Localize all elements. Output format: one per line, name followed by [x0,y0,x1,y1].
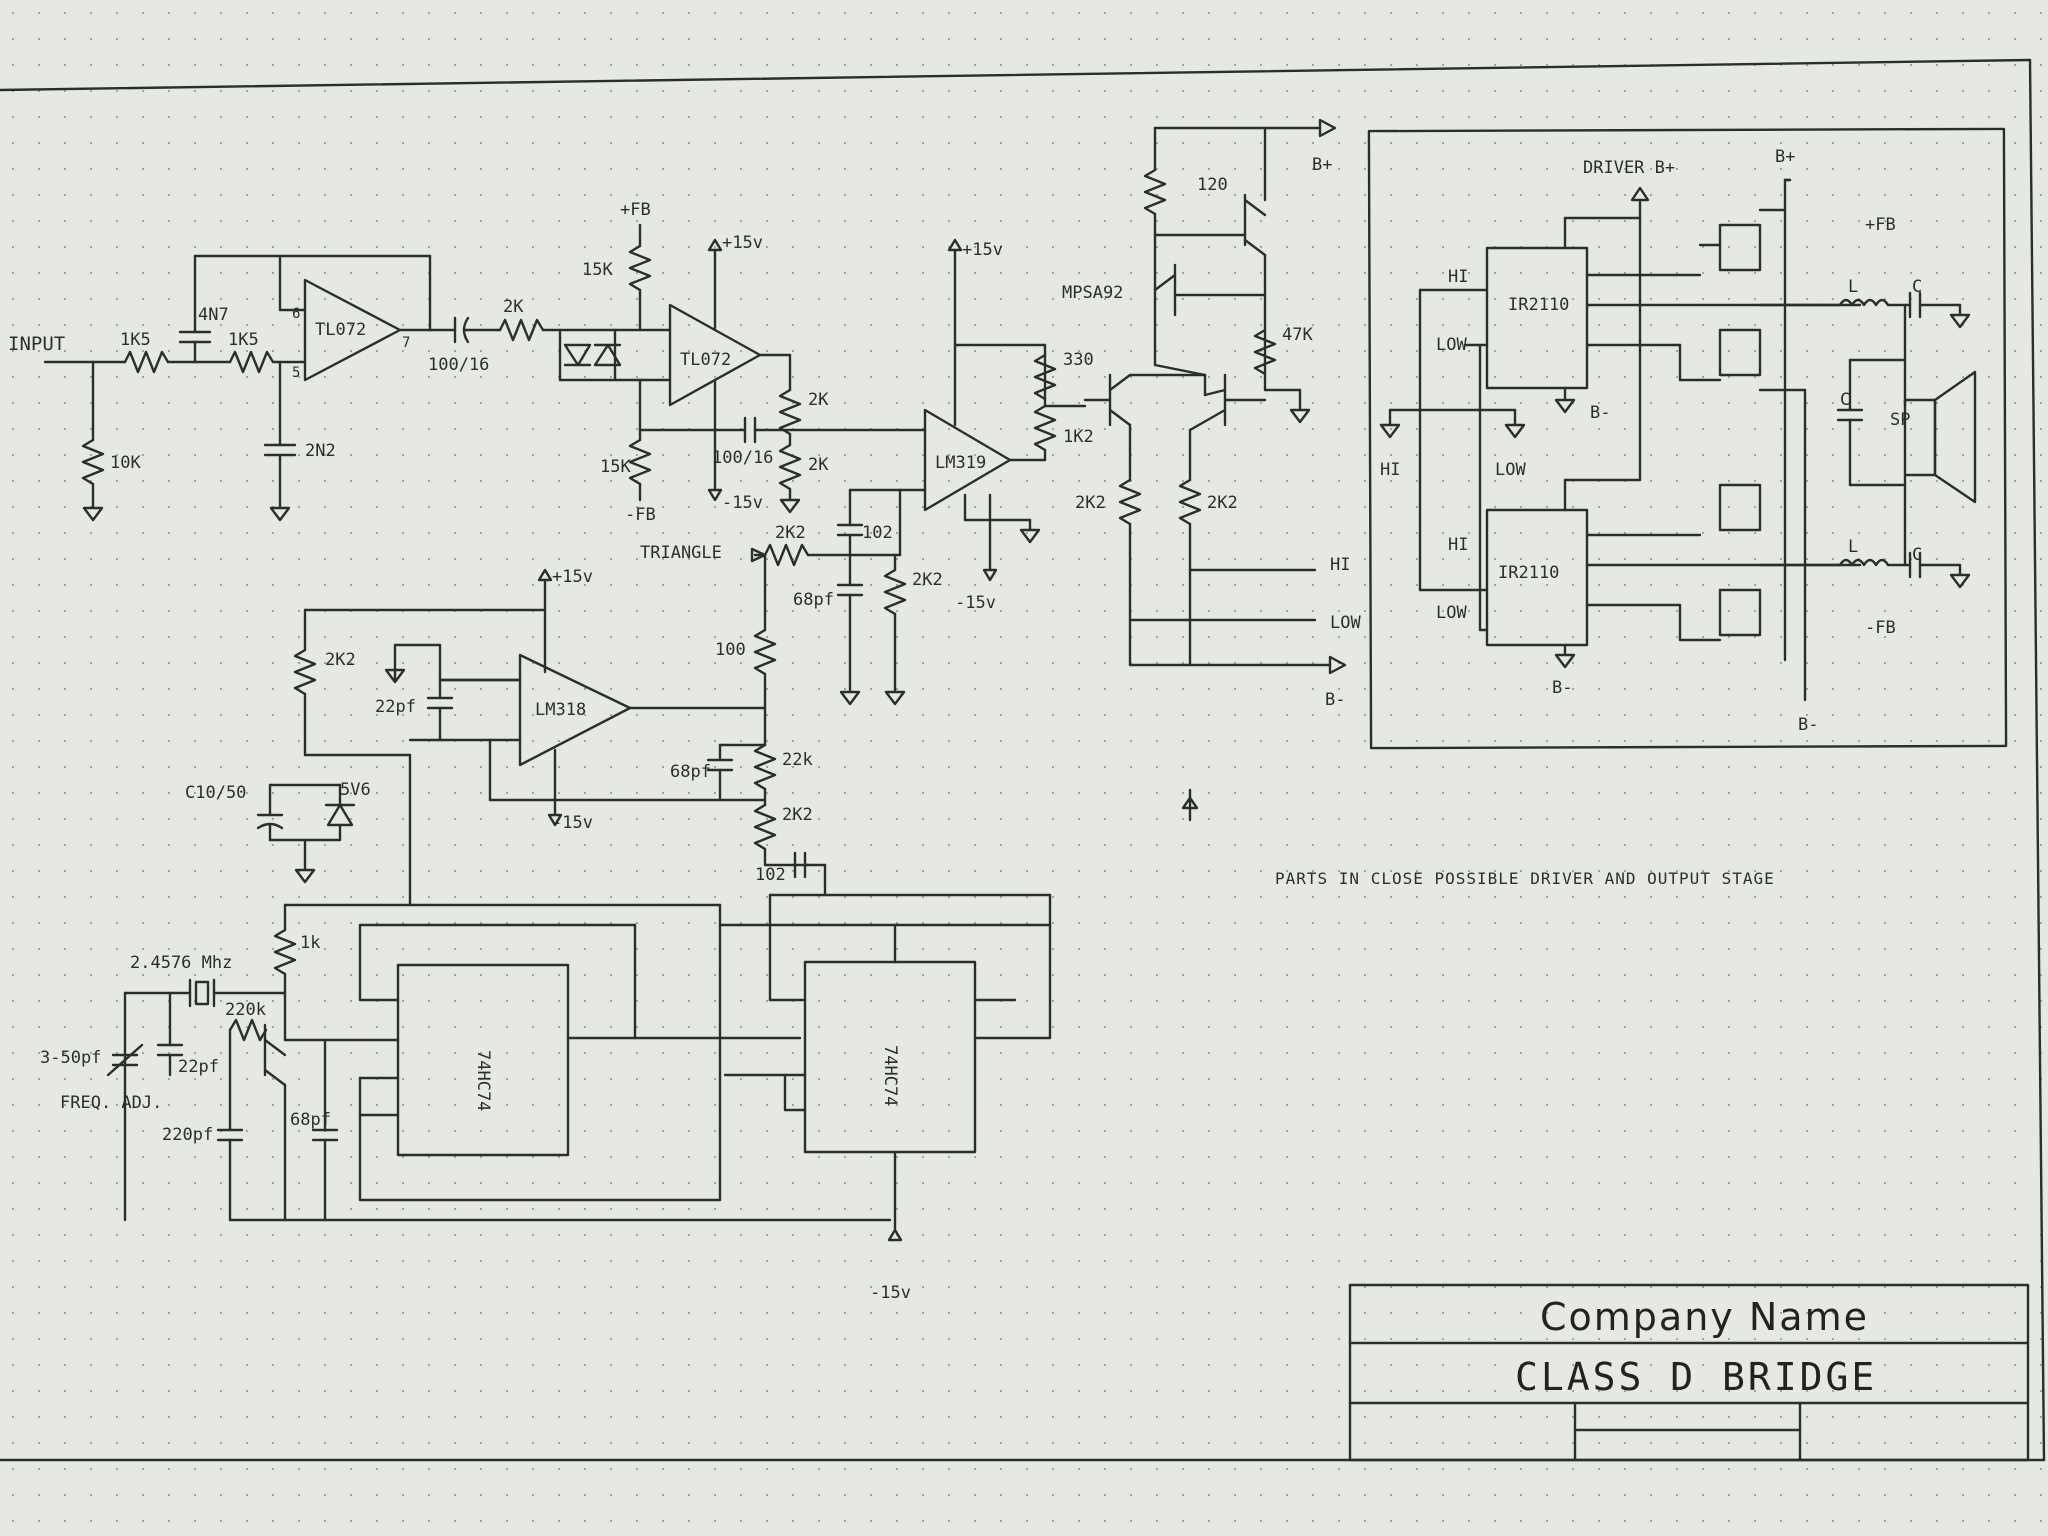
resistor-2k-c-label: 2K [808,455,829,475]
flipflop-74hc74-b-label: 74HC74 [880,1045,900,1106]
cap-100-16-b-label: 100/16 [712,448,773,468]
resistor-220k-label: 220k [225,1000,266,1020]
hi-c-label: HI [1448,535,1468,555]
low-c-label: LOW [1436,603,1467,623]
cap-3-50pf-label: 3-50pf [40,1048,101,1068]
cap-100-16-a-label: 100/16 [428,355,489,375]
fb-minus-label: -FB [625,505,656,525]
speaker-label: SP [1890,410,1910,430]
hi-output-label: HI [1330,555,1350,575]
low-b-label: LOW [1495,460,1526,480]
supply-plus15v-c-label: +15v [552,567,593,587]
fb-plus-label: +FB [620,200,651,220]
title-block-frame [1348,1283,2030,1462]
bminus-a-label: B- [1325,690,1345,710]
supply-minus15v-b-label: -15v [955,593,996,613]
fb-minus-b-label: -FB [1865,618,1896,638]
note-label: PARTS IN CLOSE POSSIBLE DRIVER AND OUTPU… [1275,869,1775,888]
cap-68pf-b-label: 68pf [670,762,711,782]
cap-22pf-b-label: 22pf [178,1057,219,1077]
resistor-1k5-a-label: 1K5 [120,330,151,350]
resistor-1k5-b-label: 1K5 [228,330,259,350]
resistor-2k2-c-label: 2K2 [325,650,356,670]
cap-4n7-label: 4N7 [198,305,229,325]
supply-minus15v-d-label: -15v [870,1283,911,1303]
pin-5-label: 5 [292,365,300,381]
opamp-tl072-a-label: TL072 [315,320,366,340]
supply-minus15v-a-label: -15v [722,493,763,513]
cap-2n2-label: 2N2 [305,441,336,461]
oscillator-and-dividers [106,893,1052,1242]
resistor-100-label: 100 [715,640,746,660]
pin-7-label: 7 [402,335,410,351]
bminus-d-label: B- [1798,715,1818,735]
resistor-2k-b-label: 2K [808,390,829,410]
bplus-a-label: B+ [1312,155,1332,175]
error-amp [628,223,927,514]
resistor-1k-label: 1k [300,933,320,953]
resistor-47k-label: 47K [1282,325,1313,345]
bminus-c-label: B- [1552,678,1572,698]
opamp-tl072-b-label: TL072 [680,350,731,370]
resistor-2k2-triangle-label: 2K2 [775,523,806,543]
triangle-label: TRIANGLE [640,543,722,563]
resistor-22k-label: 22k [782,750,813,770]
company-name: Company Name [1540,1295,1869,1339]
bminus-b-label: B- [1590,403,1610,423]
input-stage [43,254,672,522]
drawing-title: CLASS D BRIDGE [1515,1355,1877,1399]
flipflop-74hc74-a-label: 74HC74 [473,1050,493,1111]
input-label: INPUT [8,333,65,355]
inductor-l-b-label: L [1848,537,1858,557]
component-labels: INPUT 1K5 1K5 4N7 10K 2N2 TL072 6 5 7 10… [8,147,1922,1303]
triangle-generator [256,488,927,907]
resistor-2k-a-label: 2K [503,297,524,317]
low-output-label: LOW [1330,613,1361,633]
bplus-b-label: B+ [1775,147,1795,167]
resistor-1k2-label: 1K2 [1063,427,1094,447]
driver-ir2110-a-label: IR2110 [1508,295,1569,315]
hi-b-label: HI [1380,460,1400,480]
level-shifter [1083,118,1347,675]
pin-6-label: 6 [292,306,300,322]
cap-22pf-a-label: 22pf [375,697,416,717]
output-stage [1181,127,2008,822]
resistor-15k-b-label: 15K [600,457,631,477]
supply-plus15v-b-label: +15v [962,240,1003,260]
resistor-10k-label: 10K [110,453,141,473]
title-block: Company Name CLASS D BRIDGE [1515,1295,1877,1399]
hi-a-label: HI [1448,267,1468,287]
cap-68pf-c-label: 68pf [290,1110,331,1130]
resistor-2k2-b-label: 2K2 [912,570,943,590]
crystal-label: 2.4576 Mhz [130,953,232,973]
resistor-2k2-q1-label: 2K2 [1075,493,1106,513]
resistor-120-label: 120 [1197,175,1228,195]
cap-102-b-label: 102 [755,865,786,885]
cap-c-b-label: C [1912,277,1922,297]
driver-bplus-label: DRIVER B+ [1583,158,1675,178]
resistor-330-label: 330 [1063,350,1094,370]
supply-minus15v-c-label: -15v [552,813,593,833]
cap-c-label: C [1840,390,1850,410]
low-a-label: LOW [1436,335,1467,355]
fb-plus-b-label: +FB [1865,215,1896,235]
resistor-2k2-q2-label: 2K2 [1207,493,1238,513]
inductor-l-a-label: L [1848,277,1858,297]
cap-c-c-label: C [1912,545,1922,565]
resistor-15k-a-label: 15K [582,260,613,280]
comparator [923,238,1087,582]
transistor-mpsa92-label: MPSA92 [1062,283,1123,303]
driver-ir2110-b-label: IR2110 [1498,563,1559,583]
opamp-lm318-label: LM318 [535,700,586,720]
supply-plus15v-a-label: +15v [722,233,763,253]
cap-220pf-label: 220pf [162,1125,213,1145]
cap-c10-50-label: C10/50 [185,783,246,803]
freq-adj-label: FREQ. ADJ. [60,1093,162,1113]
cap-68pf-a-label: 68pf [793,590,834,610]
resistor-2k2-d-label: 2K2 [782,805,813,825]
comparator-lm319-label: LM319 [935,453,986,473]
cap-102-a-label: 102 [862,523,893,543]
zener-5v6-label: 5V6 [340,780,371,800]
